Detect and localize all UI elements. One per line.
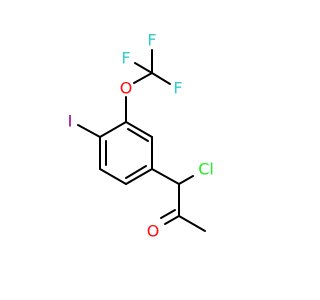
bond-ring-top-right-inner [127, 128, 149, 142]
atom-iodine: I [68, 112, 73, 131]
bond-c-i [77, 124, 101, 138]
atom-f-top: F [147, 31, 156, 50]
bond-ring-bottom-right [125, 168, 153, 185]
molecule-canvas: F F F O I Cl O [68, 31, 214, 241]
bond-ring-top-right [125, 121, 153, 138]
atom-f-right: F [173, 79, 182, 98]
bond-ring-bottom-right-inner [125, 165, 147, 179]
bond-o-cf3 [133, 72, 153, 84]
bonds [77, 49, 206, 232]
bond-c-o-double-a [164, 215, 180, 225]
bond-c-o-double-b [160, 209, 176, 219]
atom-chlorine: Cl [198, 160, 214, 179]
atom-o-carbonyl: O [147, 222, 160, 241]
bond-c-cl [178, 175, 194, 185]
structure-diagram: F F F O I Cl O [68, 31, 214, 241]
atom-o-ether: O [120, 79, 133, 98]
bond-co-methyl [178, 215, 206, 232]
bond-ring-bottom-left [99, 168, 127, 185]
atom-labels: F F F O I Cl O [68, 31, 214, 241]
bond-c-f-right [151, 72, 171, 85]
bond-ring-top-left [99, 121, 127, 138]
bond-c-f-left [134, 62, 153, 74]
bond-ring-chcl [151, 168, 180, 185]
atom-f-left: F [121, 49, 130, 68]
